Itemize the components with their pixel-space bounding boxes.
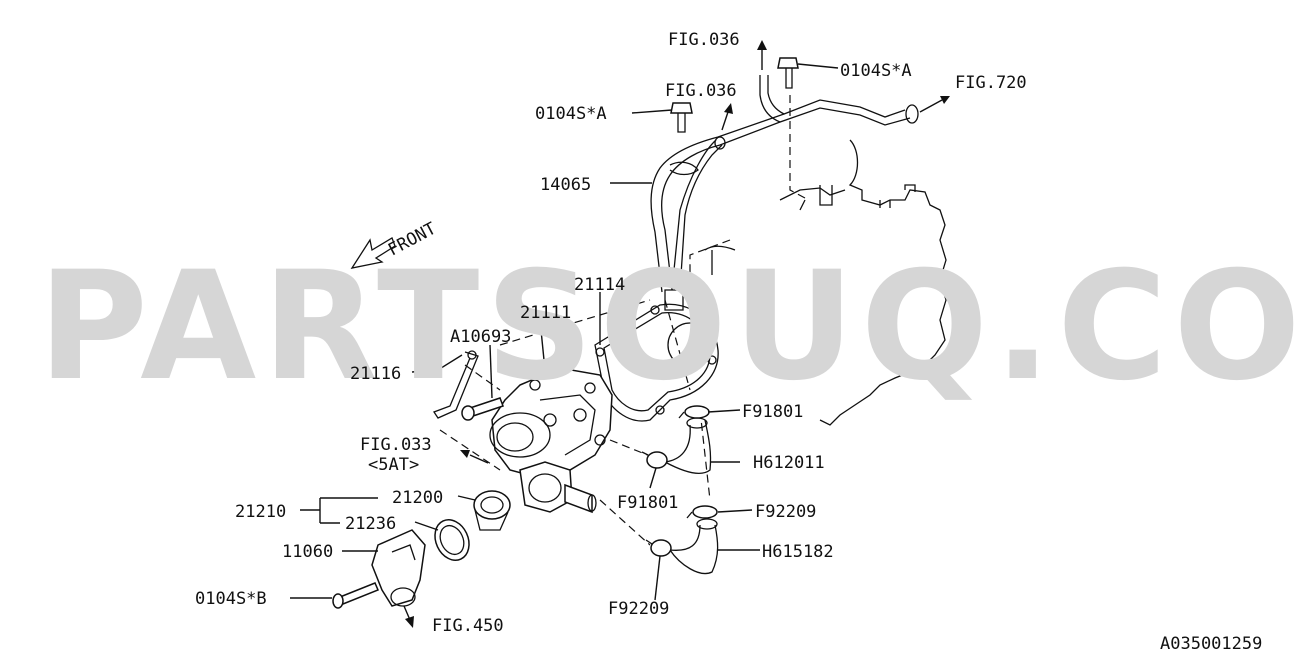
label-h615182[interactable]: H615182 xyxy=(762,542,834,562)
clamp-f91801-lower xyxy=(641,451,668,469)
label-0104s-b[interactable]: 0104S*B xyxy=(195,589,267,609)
bracket-21116 xyxy=(433,350,479,419)
thermostat-cover-11060 xyxy=(371,529,426,607)
label-f91801-lower[interactable]: F91801 xyxy=(617,493,678,513)
arrow-fig036-mid xyxy=(721,103,733,131)
label-a10693[interactable]: A10693 xyxy=(450,327,511,347)
label-f92209-upper[interactable]: F92209 xyxy=(755,502,816,522)
label-21200[interactable]: 21200 xyxy=(392,488,443,508)
label-fig033[interactable]: FIG.033 xyxy=(360,435,432,455)
bolt-a10693 xyxy=(461,397,504,421)
arrow-fig033 xyxy=(460,450,489,464)
label-21114[interactable]: 21114 xyxy=(574,275,625,295)
pipe-14065 xyxy=(650,75,919,311)
arrow-fig036-top xyxy=(757,40,767,70)
label-f92209-lower[interactable]: F92209 xyxy=(608,599,669,619)
label-f91801-upper[interactable]: F91801 xyxy=(742,402,803,422)
label-0104s-a-top[interactable]: 0104S*A xyxy=(840,61,912,81)
thermostat-21200 xyxy=(473,490,511,531)
label-fig720[interactable]: FIG.720 xyxy=(955,73,1027,93)
diagram-id: A035001259 xyxy=(1160,634,1262,653)
label-21116[interactable]: 21116 xyxy=(350,364,401,384)
clamp-f92209-upper xyxy=(686,505,718,519)
label-11060[interactable]: 11060 xyxy=(282,542,333,562)
leader-lines xyxy=(290,63,839,601)
front-arrow-icon xyxy=(350,237,396,269)
label-fig033-sub: <5AT> xyxy=(368,455,419,475)
label-fig036-top[interactable]: FIG.036 xyxy=(668,30,740,50)
gasket-21114 xyxy=(594,303,719,422)
label-fig036-mid[interactable]: FIG.036 xyxy=(665,81,737,101)
dashed-guides xyxy=(439,95,806,546)
label-14065[interactable]: 14065 xyxy=(540,175,591,195)
watermark: PARTSOUQ.COM xyxy=(38,240,1306,414)
label-h612011[interactable]: H612011 xyxy=(753,453,825,473)
hose-h615182 xyxy=(668,518,719,575)
clamp-f92209-lower xyxy=(645,539,672,557)
arrow-fig720 xyxy=(919,96,950,113)
label-0104s-a-mid[interactable]: 0104S*A xyxy=(535,104,607,124)
engine-block xyxy=(704,139,947,426)
arrow-fig450 xyxy=(403,605,414,628)
label-21111[interactable]: 21111 xyxy=(520,303,571,323)
bolt-0104s-a-mid xyxy=(670,102,693,133)
label-fig450[interactable]: FIG.450 xyxy=(432,616,504,636)
hose-h612011 xyxy=(662,417,712,474)
label-21210[interactable]: 21210 xyxy=(235,502,286,522)
water-pump-21111 xyxy=(489,367,613,514)
label-21236[interactable]: 21236 xyxy=(345,514,396,534)
bolt-0104s-a-top xyxy=(777,57,799,89)
bolt-0104s-b xyxy=(332,582,379,609)
gasket-21236 xyxy=(434,519,470,561)
